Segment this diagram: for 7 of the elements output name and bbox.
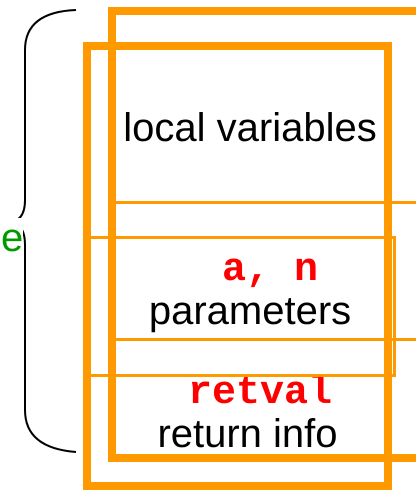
- stack-frame: [83, 42, 392, 490]
- code-text: retval: [188, 374, 332, 414]
- text-label: return info: [157, 414, 338, 454]
- stack-frame: [108, 7, 416, 462]
- text-label: parameters: [148, 291, 352, 331]
- text-label: local variables: [123, 108, 377, 148]
- code-text: a, n: [222, 251, 318, 291]
